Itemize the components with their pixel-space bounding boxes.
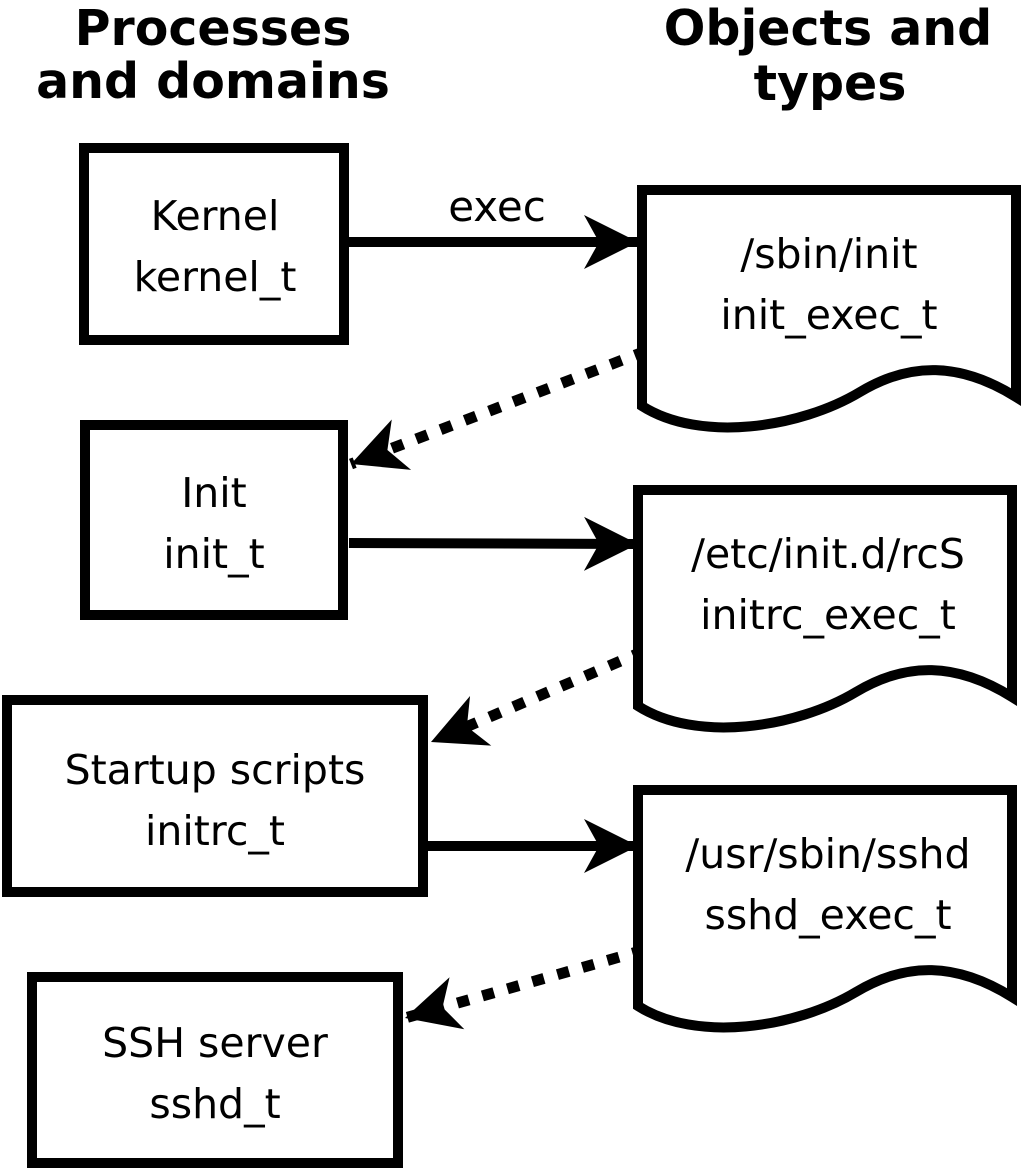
object-node-etc-initd-rcs: /etc/init.d/rcS initrc_exec_t bbox=[638, 490, 1012, 727]
kernel-type-label: kernel_t bbox=[134, 253, 297, 301]
init-type-label: init_t bbox=[163, 530, 264, 578]
transition-arrow-rcs-to-initrc bbox=[428, 645, 647, 748]
startup-scripts-type-label: initrc_t bbox=[145, 807, 285, 855]
startup-scripts-box bbox=[2, 695, 428, 897]
startup-scripts-name-label: Startup scripts bbox=[65, 746, 366, 794]
processes-header-line2: and domains bbox=[36, 53, 390, 110]
sshd-path-label: /usr/sbin/sshd bbox=[685, 830, 970, 878]
exec-edge-label: exec bbox=[448, 182, 546, 231]
processes-header-line1: Processes bbox=[75, 0, 352, 57]
sshd-type-label: sshd_exec_t bbox=[704, 891, 951, 939]
dotted-arrow-line-3 bbox=[403, 944, 646, 1030]
init-box bbox=[80, 420, 348, 620]
object-node-usr-sbin-sshd: /usr/sbin/sshd sshd_exec_t bbox=[638, 790, 1012, 1027]
process-node-kernel: Kernel kernel_t bbox=[79, 143, 349, 345]
rcs-path-label: /etc/init.d/rcS bbox=[691, 530, 965, 578]
init-name-label: Init bbox=[181, 469, 247, 517]
object-node-sbin-init: /sbin/init init_exec_t bbox=[642, 190, 1016, 427]
dotted-arrow-line-2 bbox=[428, 645, 647, 748]
objects-header-line1: Objects and bbox=[664, 0, 992, 57]
sbin-init-type-label: init_exec_t bbox=[720, 291, 937, 339]
ssh-server-type-label: sshd_t bbox=[149, 1080, 280, 1128]
column-header-processes: Processes and domains bbox=[36, 0, 390, 110]
process-node-init: Init init_t bbox=[80, 420, 348, 620]
exec-arrow-init-to-rcs bbox=[348, 516, 639, 571]
kernel-name-label: Kernel bbox=[151, 192, 280, 240]
rcs-type-label: initrc_exec_t bbox=[700, 591, 956, 639]
kernel-box bbox=[79, 143, 349, 345]
process-node-ssh-server: SSH server sshd_t bbox=[27, 972, 403, 1168]
dotted-arrow-line-1 bbox=[349, 345, 648, 470]
column-header-objects: Objects and types bbox=[664, 0, 992, 112]
sbin-init-path-label: /sbin/init bbox=[740, 230, 917, 278]
transition-arrow-sbininit-to-init bbox=[349, 345, 648, 470]
ssh-server-box bbox=[27, 972, 403, 1168]
transition-arrow-sshdexec-to-sshd bbox=[403, 944, 646, 1030]
exec-arrow-kernel-to-sbininit: exec bbox=[349, 182, 638, 269]
objects-header-line2: types bbox=[754, 55, 907, 112]
exec-arrow-line-2 bbox=[348, 516, 639, 571]
process-node-startup-scripts: Startup scripts initrc_t bbox=[2, 695, 428, 897]
ssh-server-name-label: SSH server bbox=[102, 1019, 328, 1067]
